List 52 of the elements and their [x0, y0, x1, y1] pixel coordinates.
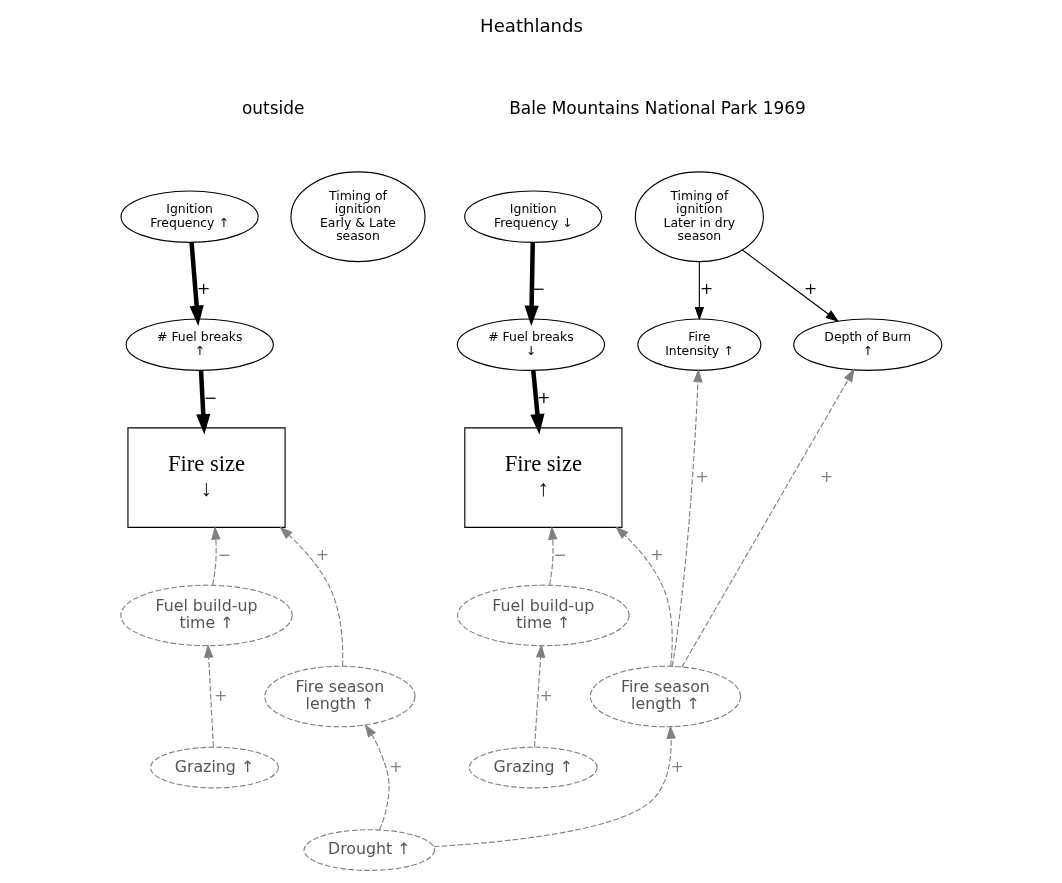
node-ellipse: Fire season length ↑ [263, 665, 416, 728]
edge-label: + [819, 466, 833, 486]
arrow [523, 242, 539, 326]
node-ellipse: Depth of Burn ↑ [792, 318, 942, 371]
arrow [533, 644, 545, 748]
node-ellipse: Fire season length ↑ [589, 665, 741, 728]
arrow [671, 368, 703, 667]
node-ellipse: Fuel build-up time ↑ [119, 584, 293, 647]
edge-label: + [315, 545, 329, 565]
edge-label: − [531, 279, 545, 299]
arrow [680, 368, 855, 668]
arrow [547, 526, 557, 586]
edge-label: − [203, 388, 217, 408]
node-ellipse: Timing of ignition Early & Late season [289, 171, 426, 263]
edge-label: + [695, 466, 709, 486]
edge-label: + [803, 279, 817, 299]
edge-label: + [196, 279, 210, 299]
arrow [278, 526, 343, 667]
arrow [614, 526, 673, 667]
edge-label: + [699, 279, 713, 299]
node-ellipse: # Fuel breaks ↓ [456, 318, 605, 371]
edge-label: − [552, 545, 566, 565]
node-ellipse: Fire Intensity ↑ [636, 318, 761, 371]
edge-label: + [388, 756, 402, 776]
node-ellipse: Ignition Frequency ↑ [119, 190, 259, 243]
node-ellipse: Grazing ↑ [468, 746, 598, 789]
edge-label: + [213, 685, 227, 705]
diagram-title: Heathlands [479, 14, 583, 36]
edge-label: + [536, 388, 551, 408]
label: Bale Mountains National Park 1969 [508, 97, 806, 118]
arrow [210, 526, 221, 586]
node-ellipse: # Fuel breaks ↑ [125, 318, 274, 371]
arrow [203, 644, 214, 748]
node-ellipse: Ignition Frequency ↓ [463, 190, 602, 243]
edge-label: + [539, 685, 553, 705]
arrow [188, 242, 204, 326]
node-box: Fire size ↑ [463, 427, 622, 528]
arrow [694, 261, 704, 321]
node-ellipse: Fuel build-up time ↑ [456, 584, 630, 647]
node-ellipse: Grazing ↑ [149, 746, 279, 789]
arrow [529, 370, 545, 435]
label: outside [241, 97, 304, 118]
node-ellipse: Drought ↑ [303, 829, 435, 871]
arrow [364, 723, 390, 831]
arrow [195, 370, 210, 435]
arrow [432, 725, 676, 848]
node-box: Fire size ↓ [126, 427, 286, 528]
edge-label: + [649, 545, 664, 565]
edge-label: + [670, 756, 684, 776]
node-ellipse: Timing of ignition Later in dry season [634, 171, 764, 263]
arrow [741, 249, 839, 323]
edge-label: − [216, 545, 231, 565]
